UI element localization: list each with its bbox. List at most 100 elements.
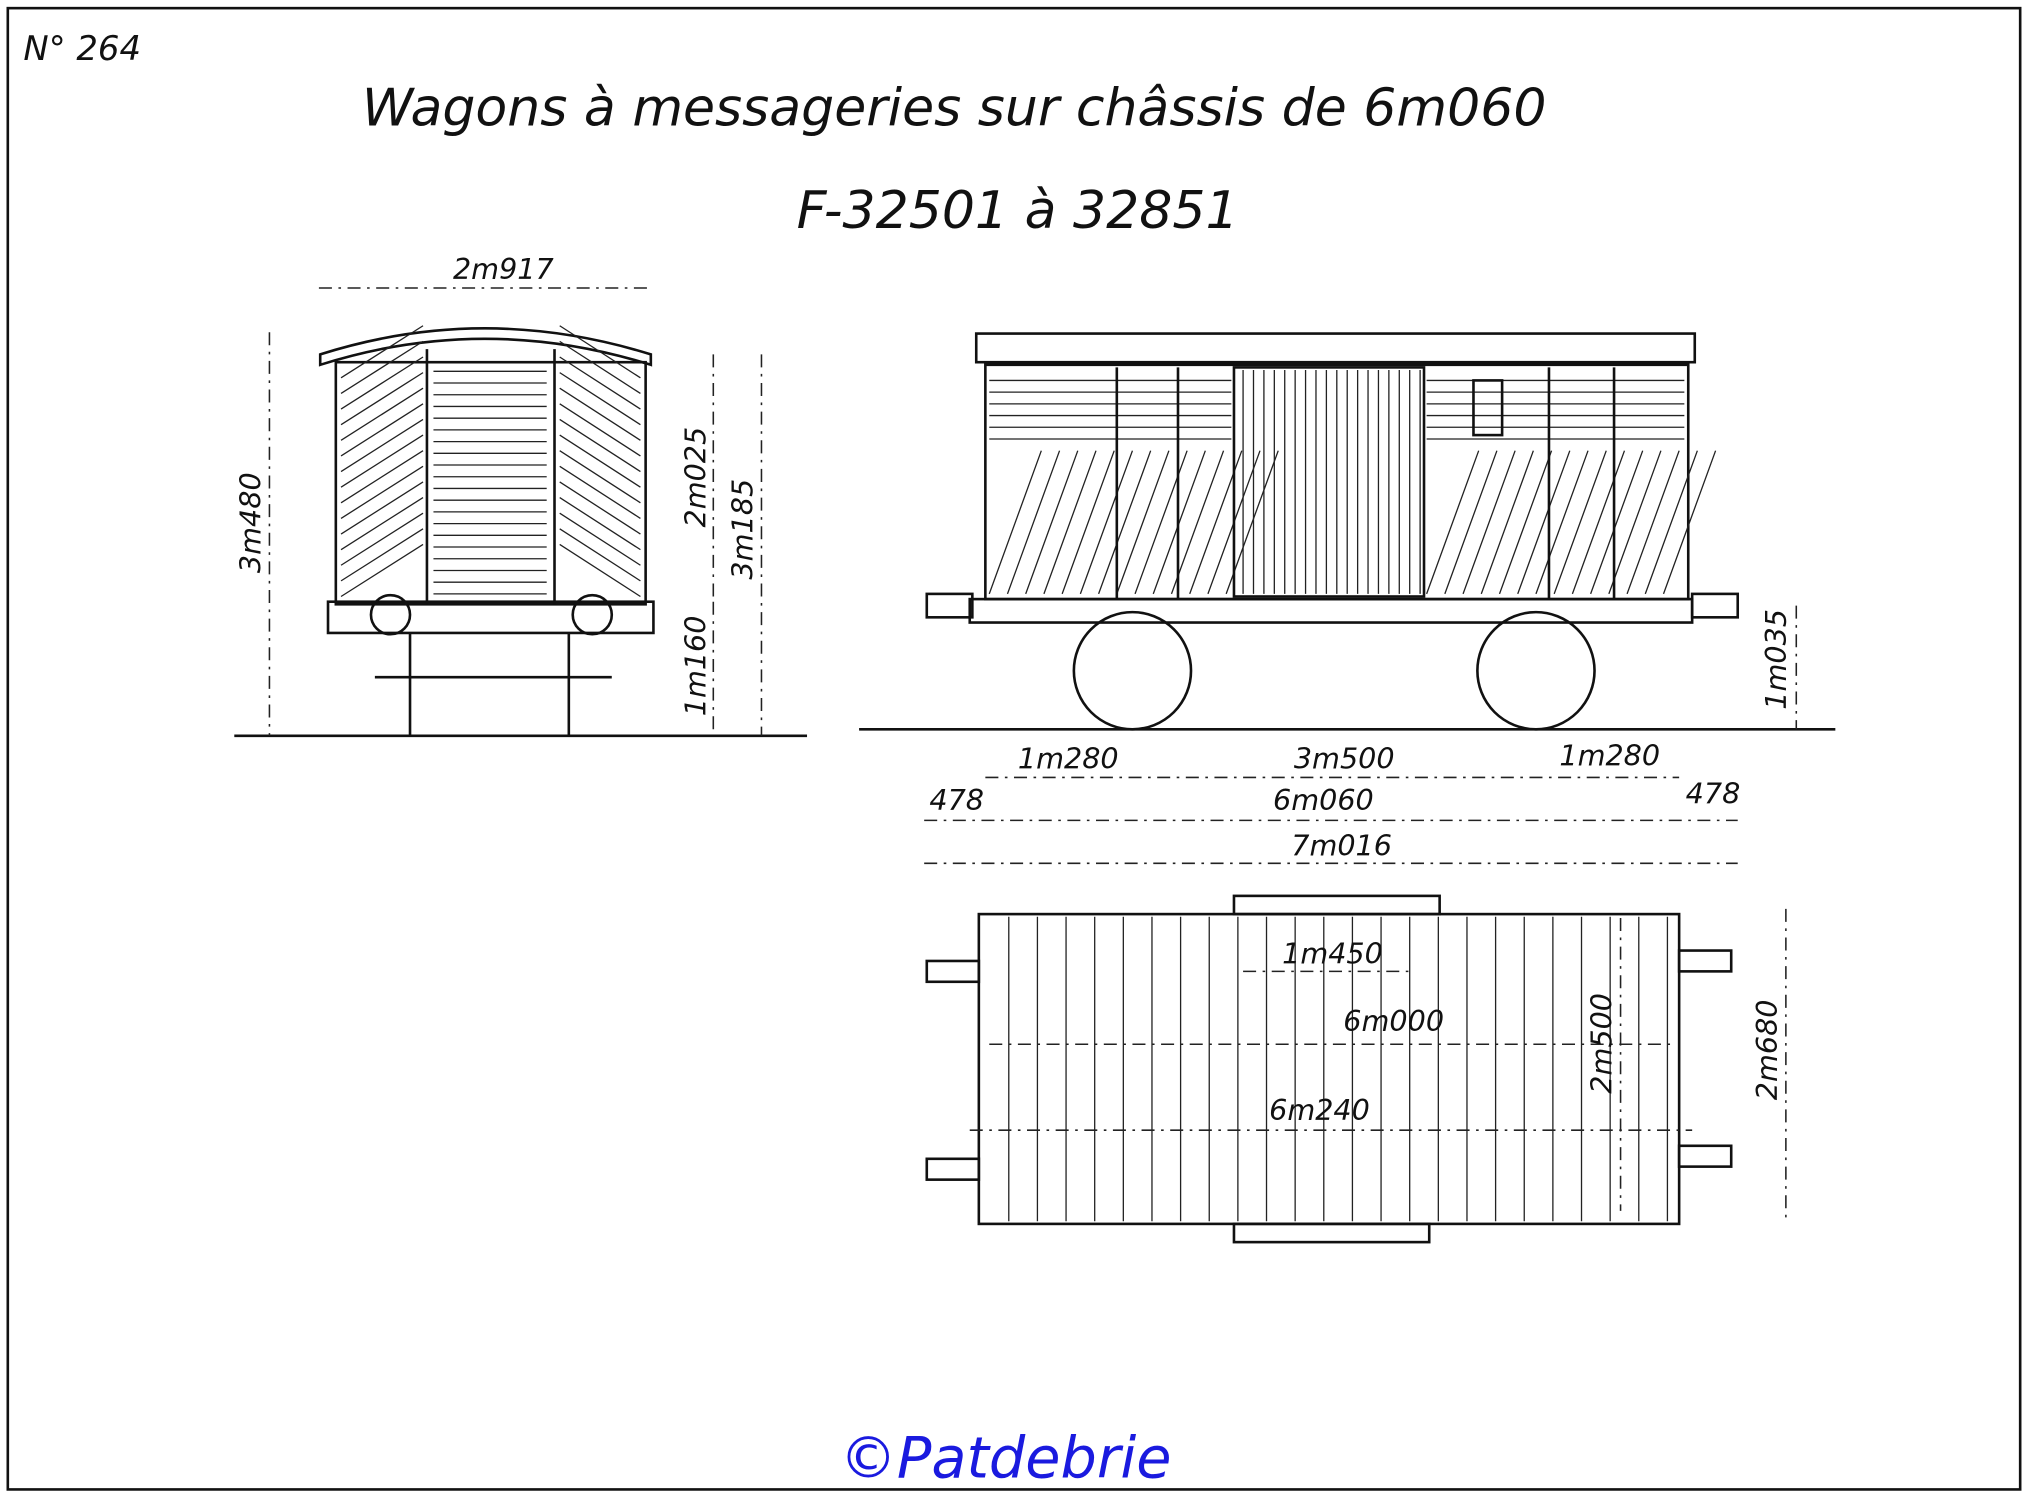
diagonal-hatch [1061, 450, 1115, 595]
side-hatching [988, 367, 1717, 600]
wheel-left [1072, 610, 1193, 731]
diagonal-hatch [559, 372, 641, 426]
diagonal-hatch [1079, 450, 1134, 595]
diagonal-hatch [340, 403, 424, 457]
diagonal-hatch [340, 325, 424, 379]
diagonal-hatch [559, 481, 641, 535]
dim-outer-length: 6m240 [1269, 1093, 1370, 1127]
diagonal-hatch [1043, 450, 1097, 595]
plan-buffer [1677, 949, 1733, 973]
side-frame [968, 597, 1694, 624]
diagonal-hatch [1025, 450, 1079, 595]
side-roof [974, 332, 1697, 364]
diagonal-hatch [1517, 450, 1571, 595]
diagonal-hatch [340, 481, 424, 535]
diagonal-hatch [559, 340, 641, 394]
diagonal-hatch [340, 450, 424, 504]
end-body [334, 360, 647, 606]
diagonal-hatch [1644, 450, 1698, 595]
diagonal-hatch [559, 497, 641, 551]
diagonal-hatch [1426, 450, 1480, 595]
diagonal-hatch [1571, 450, 1626, 595]
diagonal-hatch [1170, 450, 1225, 595]
diagonal-hatch [340, 356, 424, 410]
plan-buffer [1677, 1144, 1733, 1168]
diagonal-hatch [340, 465, 424, 519]
diagonal-hatch [559, 465, 641, 519]
plan-view: 1m450 6m000 6m240 2m500 2m680 [925, 894, 1787, 1244]
diagonal-hatch [559, 325, 641, 379]
end-buffer-right [571, 593, 614, 636]
diagonal-hatch [340, 372, 424, 426]
diagonal-hatch [559, 418, 641, 473]
diagonal-hatch [1462, 450, 1516, 595]
side-door [1232, 366, 1426, 598]
dim-wheelbase: 3m500 [1294, 741, 1395, 775]
diagonal-hatch [1535, 450, 1589, 595]
dim-end-roof-height: 3m185 [725, 479, 759, 580]
diagonal-hatch [340, 528, 424, 582]
diagonal-hatch [559, 356, 641, 410]
dim-end-floor-height: 1m160 [678, 616, 712, 717]
end-frame [326, 600, 655, 635]
dim-door-width: 1m450 [1282, 937, 1383, 971]
diagonal-hatch [1116, 450, 1170, 595]
diagonal-hatch [559, 450, 641, 504]
diagonal-hatch [340, 543, 424, 598]
dim-end-body-height: 2m025 [678, 427, 712, 528]
plan-planking [1008, 916, 1669, 1222]
diagonal-hatch [559, 434, 641, 488]
diagonal-hatch [988, 450, 1042, 595]
dim-inner-width: 2m500 [1584, 993, 1618, 1094]
diagonal-hatch [1480, 450, 1534, 595]
drawing-subtitle: F-32501 à 32851 [797, 181, 1239, 241]
watermark: ©Patdebrie [840, 1425, 1172, 1492]
diagonal-hatch [1553, 450, 1607, 595]
dim-inner-length: 6m000 [1343, 1004, 1444, 1038]
buffer-left [925, 592, 974, 619]
diagonal-hatch [1662, 450, 1717, 595]
buffer-right [1690, 592, 1740, 619]
diagonal-hatch [340, 512, 424, 566]
drawing-title: Wagons à messageries sur châssis de 6m06… [362, 78, 1547, 138]
diagonal-hatch [559, 512, 641, 566]
dim-buffer-height: 1m035 [1759, 609, 1793, 710]
dim-end-total-height: 3m480 [233, 472, 267, 573]
diagonal-hatch [559, 543, 641, 598]
plan-buffer [925, 1157, 981, 1181]
dim-overhang-right: 1m280 [1559, 739, 1660, 773]
end-view: 2m917 3m480 2m025 3m185 1m160 [233, 252, 808, 738]
end-roof [318, 327, 653, 367]
plan-door-top [1232, 894, 1441, 916]
diagonal-hatch [1097, 450, 1152, 595]
end-buffer-left [369, 593, 412, 636]
diagonal-hatch [1444, 450, 1498, 595]
diagonal-hatch [340, 387, 424, 441]
diagonal-hatch [1498, 450, 1553, 595]
diagonal-hatch [340, 340, 424, 394]
diagonal-hatch [1590, 450, 1644, 595]
dim-end-width: 2m917 [453, 252, 554, 286]
plan-door-bottom [1232, 1222, 1431, 1244]
wheel-right [1476, 610, 1596, 731]
dim-overhang-left: 1m280 [1018, 741, 1119, 775]
side-view: 1m035 1m280 3m500 1m280 478 6m060 478 7m… [859, 332, 1836, 865]
end-hatching [340, 325, 641, 605]
plan-buffer [925, 959, 981, 984]
diagonal-hatch [1608, 450, 1662, 595]
dim-buffer-right: 478 [1686, 776, 1741, 810]
sheet-border [6, 6, 2022, 1491]
dim-chassis-length: 6m060 [1273, 783, 1374, 817]
dim-buffer-left: 478 [929, 783, 984, 817]
diagonal-hatch [559, 387, 641, 441]
sheet-number: N° 264 [23, 29, 141, 68]
diagonal-hatch [1006, 450, 1061, 595]
dim-total-length: 7m016 [1291, 829, 1392, 863]
diagonal-hatch [340, 418, 424, 473]
diagonal-hatch [340, 497, 424, 551]
diagonal-hatch [340, 434, 424, 488]
diagonal-hatch [559, 403, 641, 457]
diagonal-hatch [1626, 450, 1680, 595]
side-window [1472, 379, 1504, 437]
